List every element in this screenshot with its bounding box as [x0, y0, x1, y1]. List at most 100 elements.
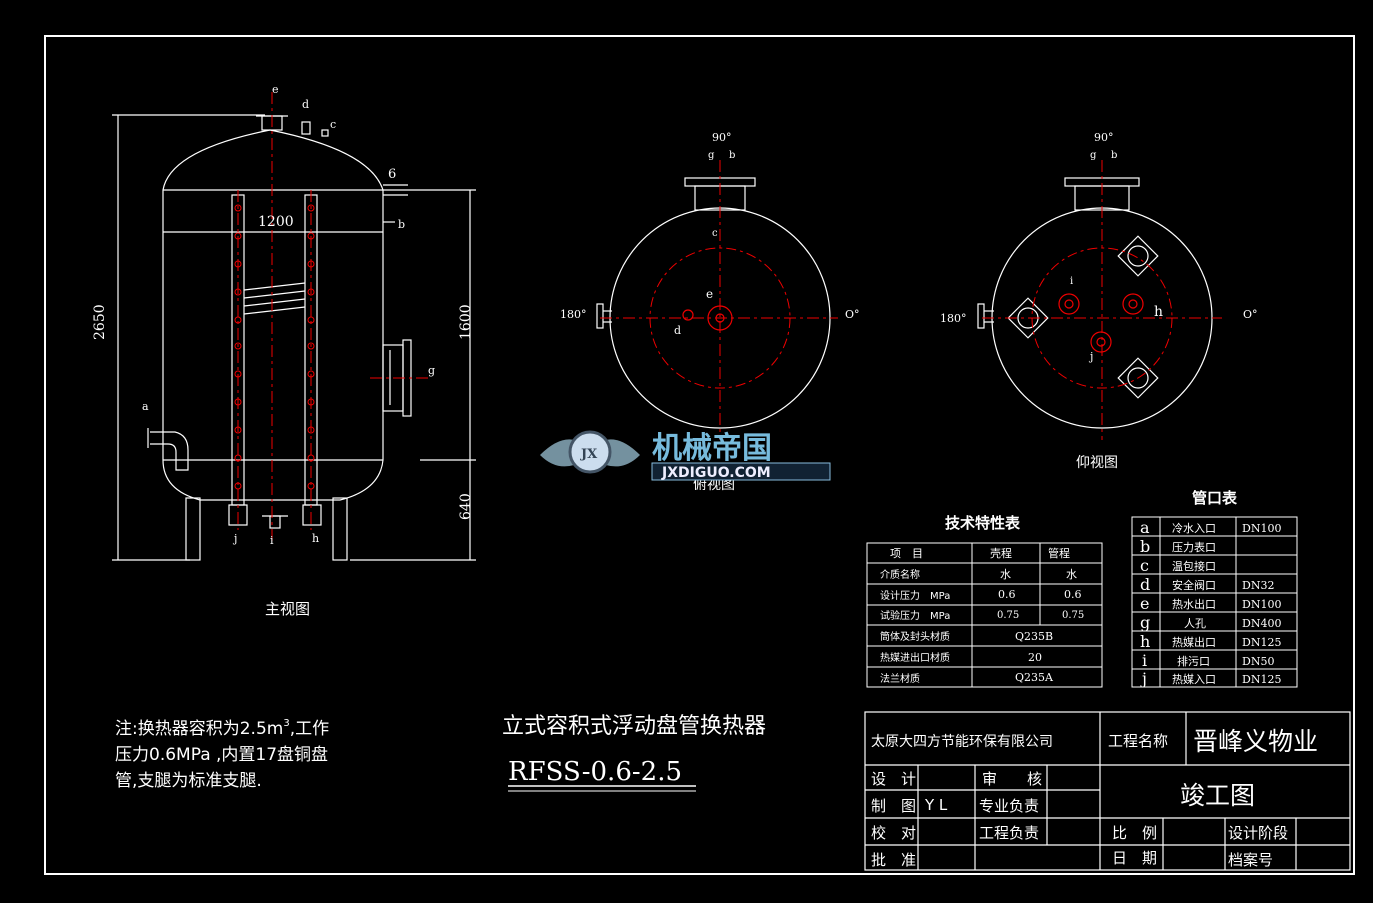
note-block: 注:换热器容积为2.5m3,工作 压力0.6MPa ,内置17盘铜盘 管,支腿为… [115, 718, 329, 791]
nozzle-row-3-name: 安全阀口 [1172, 578, 1216, 592]
tb-drawing-name: 竣工图 [1180, 781, 1255, 810]
nozzle-row-1-code: b [1140, 537, 1150, 556]
tech-row-1-tube: 0.6 [1064, 588, 1082, 601]
top-view-title: 俯视图 [693, 477, 735, 493]
nozzle-label-d: d [302, 98, 309, 111]
note-line2: 压力0.6MPa ,内置17盘铜盘 [115, 745, 328, 765]
bottom-label-j: j [1088, 350, 1093, 363]
bottom-angle-0: O° [1243, 308, 1258, 321]
dim-total-height: 2650 [92, 304, 108, 340]
tech-row-1-shell: 0.6 [998, 588, 1016, 601]
tech-table-title: 技术特性表 [945, 514, 1021, 532]
bottom-angle-180: 180° [940, 312, 967, 325]
nozzle-row-8-code: j [1140, 669, 1147, 688]
nozzle-row-7-name: 排污口 [1177, 654, 1210, 668]
watermark-url-box [651, 462, 831, 481]
vessel-shell [162, 129, 384, 501]
nozzle-row-0-code: a [1140, 518, 1150, 537]
front-view [112, 114, 476, 561]
front-view-title: 主视图 [265, 600, 310, 618]
nozzle-row-6-name: 热媒出口 [1172, 635, 1216, 649]
nozzle-row-1-name: 压力表口 [1172, 540, 1216, 554]
nozzle-row-8-size: DN125 [1242, 673, 1281, 686]
nozzle-label-b: b [398, 218, 405, 231]
nozzle-row-3-code: d [1140, 575, 1150, 594]
tech-row-2-shell: 0.75 [997, 610, 1019, 621]
nozzle-row-4-size: DN100 [1242, 598, 1281, 611]
nozzle-row-0-name: 冷水入口 [1172, 522, 1216, 535]
watermark-badge: JX [580, 447, 598, 462]
tech-table-cells: 项 目 壳程 管程 介质名称 水 水 设计压力 MPa 0.6 0.6 试验压力… [880, 546, 1084, 685]
tech-row-2-label: 试验压力 MPa [880, 609, 950, 622]
nozzle-label-i: i [270, 534, 274, 547]
nozzle-label-h: h [312, 532, 319, 545]
nozzle-row-2-code: c [1140, 556, 1149, 575]
tb-scale: 比 例 [1112, 824, 1157, 842]
drawing-border [44, 35, 1355, 875]
tech-row-4-label: 热媒进出口材质 [880, 651, 950, 664]
nozzle-row-5-name: 人孔 [1184, 617, 1206, 630]
bottom-label-g: g [1090, 150, 1097, 161]
nozzle-row-6-size: DN125 [1242, 636, 1281, 649]
tb-draw-value: Y L [924, 796, 948, 814]
nozzle-label-e: e [272, 83, 279, 96]
tb-approve: 批 准 [871, 851, 916, 869]
top-label-e: e [706, 287, 713, 301]
tech-row-5-label: 法兰材质 [880, 672, 920, 685]
tech-header-shell: 壳程 [990, 546, 1012, 560]
front-centerlines [237, 92, 432, 545]
nozzle-table-grid [1131, 516, 1298, 688]
product-model: RFSS-0.6-2.5 [508, 757, 682, 787]
bottom-view [977, 177, 1213, 429]
top-view [596, 177, 831, 429]
tb-eng-resp: 工程负责 [979, 824, 1039, 842]
nozzle-label-c: c [330, 118, 336, 131]
tb-project-name: 晋峰义物业 [1193, 727, 1318, 756]
tb-design: 设 计 [871, 770, 916, 788]
tb-archive: 档案号 [1228, 851, 1273, 869]
top-label-b: b [729, 150, 735, 161]
bottom-label-b: b [1111, 150, 1117, 161]
bottom-label-h: h [1154, 304, 1163, 320]
tech-table-grid [866, 542, 1103, 688]
tb-date: 日 期 [1112, 849, 1157, 867]
dim-leg: 640 [458, 493, 474, 520]
top-label-c: c [712, 228, 718, 239]
tech-row-0-shell: 水 [1000, 568, 1011, 581]
dim-thickness: 6 [388, 167, 396, 182]
bottom-label-i: i [1070, 276, 1073, 287]
nozzle-row-4-code: e [1140, 594, 1149, 613]
tb-review: 审 核 [982, 770, 1042, 788]
title-block-text: 太原大四方节能环保有限公司 工程名称 晋峰义物业 竣工图 设 计 审 核 制 图… [871, 727, 1318, 869]
tech-row-5-value: Q235A [1015, 671, 1054, 684]
tb-stage: 设计阶段 [1228, 824, 1288, 842]
tech-row-0-label: 介质名称 [880, 568, 920, 581]
top-label-d: d [674, 324, 681, 337]
product-name: 立式容积式浮动盘管换热器 [502, 714, 766, 739]
tech-row-3-value: Q235B [1015, 630, 1053, 643]
tech-row-3-label: 筒体及封头材质 [880, 630, 950, 643]
title-block-grid [864, 711, 1351, 871]
watermark-title: 机械帝国 [652, 431, 772, 466]
top-angle-0: O° [845, 308, 860, 321]
svg-text:注:换热器容积为2.5m3,工作: 注:换热器容积为2.5m3,工作 [115, 718, 329, 739]
top-angle-90: 90° [712, 131, 732, 144]
note-sup: 3 [283, 718, 289, 729]
coil-holes [234, 204, 315, 490]
nozzle-row-5-code: g [1140, 613, 1150, 632]
nozzle-label-g: g [428, 364, 435, 377]
nozzle-row-5-size: DN400 [1242, 617, 1281, 630]
note-line1-end: ,工作 [290, 719, 329, 739]
nozzle-row-3-size: DN32 [1242, 579, 1274, 592]
dim-diameter: 1200 [258, 214, 294, 230]
top-angle-180: 180° [560, 308, 587, 321]
dim-shell: 1600 [458, 304, 474, 340]
tb-project-label: 工程名称 [1108, 732, 1168, 750]
tech-row-4-value: 20 [1028, 651, 1042, 664]
tech-row-2-tube: 0.75 [1062, 610, 1084, 621]
nozzle-table-title: 管口表 [1192, 489, 1238, 507]
nozzle-row-0-size: DN100 [1242, 522, 1281, 535]
tb-check: 校 对 [871, 824, 916, 842]
bottom-centerlines [982, 160, 1222, 440]
